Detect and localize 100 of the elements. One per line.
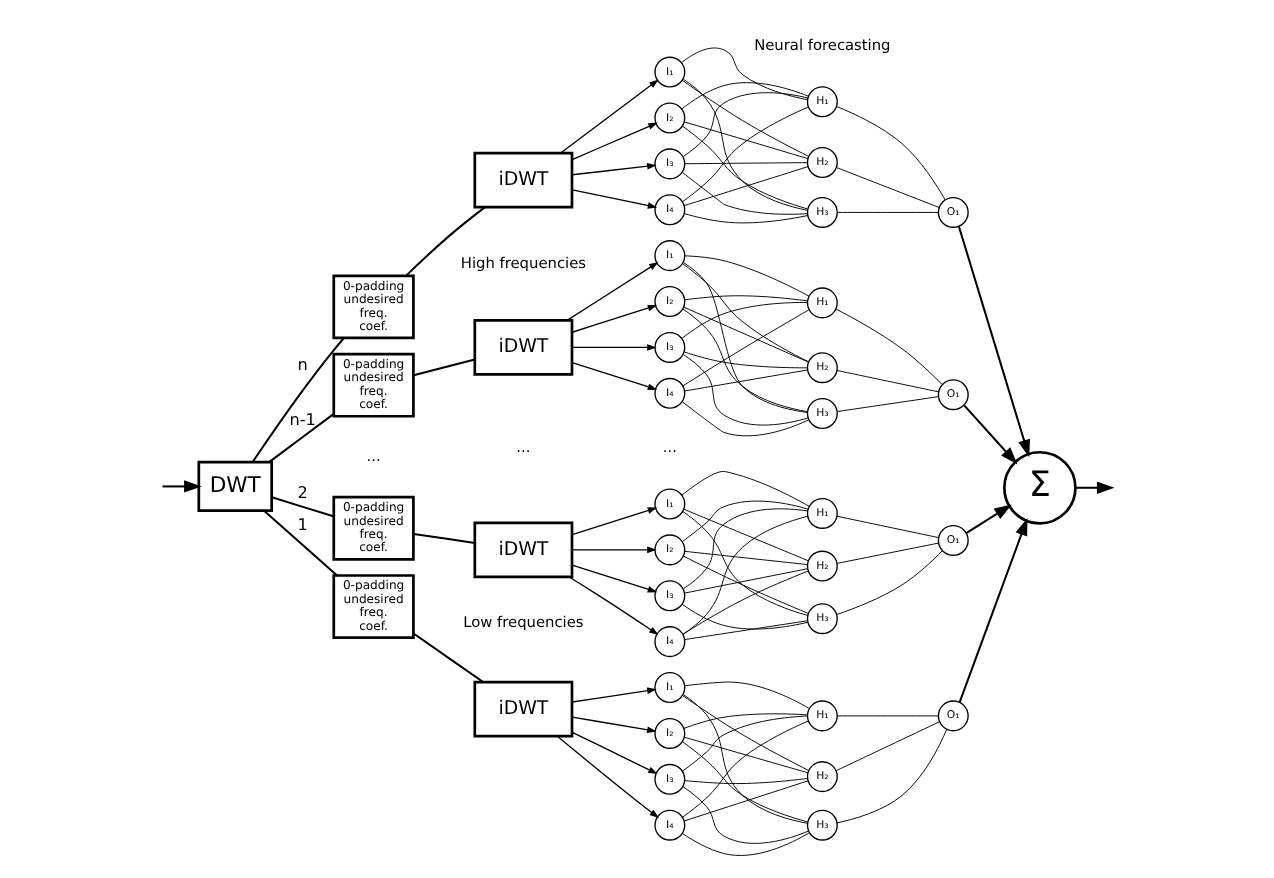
connector: [836, 106, 946, 201]
connector: [682, 570, 809, 635]
connector: [682, 695, 810, 771]
connector: [684, 550, 808, 566]
arrow: [957, 226, 1030, 458]
connector: [252, 337, 345, 463]
node-box: iDWT: [473, 521, 574, 579]
connector: [413, 632, 484, 683]
arrow: [566, 262, 659, 322]
connector: [683, 354, 809, 426]
connector: [682, 832, 810, 856]
connector: [836, 396, 939, 412]
arrow: [571, 344, 657, 351]
connector: [683, 306, 809, 363]
arrow: [571, 716, 657, 734]
connector: [836, 715, 939, 717]
arrow: [963, 404, 1018, 465]
arrow: [571, 361, 658, 390]
connector: [681, 82, 809, 110]
connector: [683, 555, 809, 614]
connector: [413, 358, 475, 377]
connector: [836, 542, 939, 564]
connector: [682, 125, 808, 210]
arrow: [571, 189, 658, 209]
connector: [684, 778, 808, 785]
connector: [836, 550, 943, 615]
connector: [683, 78, 808, 211]
arrow: [556, 735, 659, 818]
connector: [684, 121, 809, 160]
connector: [684, 620, 809, 640]
connector: [682, 500, 809, 543]
connector: [684, 780, 809, 822]
arrow: [568, 576, 659, 635]
connector: [682, 511, 809, 616]
connector: [684, 736, 809, 774]
connector: [682, 263, 810, 363]
edge-label: n: [297, 353, 308, 374]
connector: [684, 369, 809, 392]
connector: [683, 713, 808, 729]
connector: [681, 603, 808, 630]
connector: [682, 308, 808, 413]
node-box: iDWT: [473, 680, 574, 738]
arrow: [965, 504, 1012, 534]
connector: [683, 508, 809, 562]
connector: [405, 206, 486, 277]
connector: [682, 786, 809, 844]
connector: [684, 162, 808, 165]
connector: [684, 681, 810, 709]
arrow: [571, 546, 657, 554]
node-circle: Σ: [1003, 450, 1077, 525]
connector: [681, 171, 808, 215]
connector: [684, 166, 809, 207]
connector: [682, 515, 808, 635]
arrow: [571, 162, 657, 176]
connector: [268, 413, 335, 463]
node-box: iDWT: [473, 151, 574, 209]
connector: [683, 351, 808, 369]
connector: [836, 721, 941, 772]
arrow: [560, 79, 659, 154]
connector: [836, 167, 940, 208]
connector: [682, 309, 810, 387]
node-box: iDWT: [473, 319, 574, 376]
connector: [684, 255, 810, 297]
connector: [684, 213, 809, 224]
connector: [683, 262, 808, 413]
connector: [682, 79, 810, 157]
connector: [682, 720, 809, 818]
connector: [682, 92, 809, 157]
edge-label: 1: [297, 514, 308, 535]
connector: [683, 508, 808, 590]
arrow: [958, 517, 1028, 703]
connector: [681, 47, 808, 101]
edge-label: 2: [297, 482, 308, 503]
connector: [836, 729, 948, 824]
arrow: [571, 507, 658, 536]
connector: [681, 302, 808, 339]
connector: [413, 532, 475, 544]
arrow: [571, 564, 658, 593]
arrow: [571, 122, 658, 161]
connector: [681, 470, 810, 507]
connector: [271, 496, 334, 518]
arrow: [571, 687, 657, 703]
connector: [835, 308, 943, 385]
node-box: DWT: [197, 460, 274, 513]
connector: [263, 509, 338, 577]
edge-label: n-1: [289, 409, 316, 430]
arrow: [571, 731, 658, 775]
connector: [684, 295, 808, 302]
arrow: [162, 480, 202, 493]
connector: [682, 741, 808, 823]
connector: [836, 369, 940, 393]
connector: [681, 401, 810, 437]
connector: [836, 515, 940, 539]
arrow: [1075, 481, 1115, 494]
connector: [682, 715, 808, 772]
connector: [682, 106, 809, 203]
connector: [683, 694, 808, 824]
connector: [836, 212, 939, 213]
arrow: [571, 304, 658, 333]
connector: [684, 568, 808, 594]
